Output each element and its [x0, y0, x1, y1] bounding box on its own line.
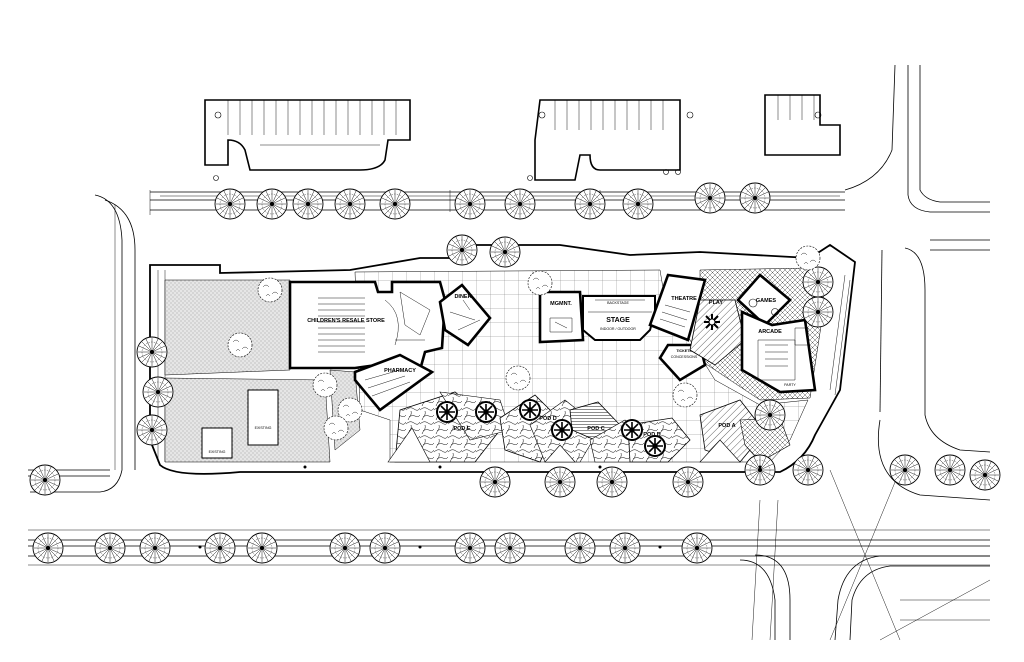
pod-c-label: POD C: [587, 426, 604, 432]
pod-d-label: POD D: [539, 416, 556, 422]
existing-building-2: EXISTING: [201, 427, 233, 459]
pharmacy: PHARMACY: [353, 353, 435, 412]
lawn-areas: [164, 279, 361, 463]
parking-lot-east: [764, 94, 841, 156]
play-label: PLAY: [709, 300, 723, 306]
trees-north-row: [214, 182, 771, 220]
games-arcade-party: GAMES ARCADE PARTY: [736, 273, 817, 394]
concessions-label: CONCESSIONS: [671, 355, 698, 359]
site-markers: [198, 111, 822, 549]
theatre: THEATRE: [648, 273, 707, 342]
trees-south-row: [32, 532, 713, 564]
diner-label: DINER: [454, 294, 471, 300]
games-label: GAMES: [756, 298, 777, 304]
pod-b-label: POD B: [643, 432, 660, 438]
existing-2-label: EXISTING: [209, 450, 226, 454]
existing-1-label: EXISTING: [255, 426, 272, 430]
parking-lot-west: [204, 99, 411, 171]
pod-a-label: POD A: [718, 423, 735, 429]
childrens-store-label: CHILDREN'S RESALE STORE: [307, 318, 385, 324]
party-label: PARTY: [784, 383, 796, 387]
street-network: [28, 64, 991, 641]
tickets-label: TICKETS: [676, 349, 692, 353]
parking-lot-center: [534, 99, 681, 181]
stage-label: STAGE: [606, 317, 630, 324]
arcade-label: ARCADE: [758, 329, 782, 335]
stage: BACKSTAGE STAGE INDOOR / OUTDOOR: [582, 295, 656, 341]
stage-sub-label: INDOOR / OUTDOOR: [600, 327, 636, 331]
trees-west-street: [29, 336, 174, 496]
childrens-resale-store: CHILDREN'S RESALE STORE: [288, 280, 447, 374]
games-icon: [748, 298, 779, 316]
management-office: MGMNT.: [538, 290, 585, 344]
pharmacy-label: PHARMACY: [384, 368, 416, 374]
diner: DINER: [438, 283, 492, 347]
pod-e-label: POD E: [453, 426, 470, 432]
play-area: PLAY: [689, 299, 746, 366]
theatre-label: THEATRE: [671, 296, 697, 302]
mgmt-label: MGMNT.: [550, 301, 572, 307]
backstage-label: BACKSTAGE: [607, 301, 629, 305]
play-structure-icon: [704, 314, 720, 330]
existing-building-1: EXISTING: [247, 389, 279, 446]
